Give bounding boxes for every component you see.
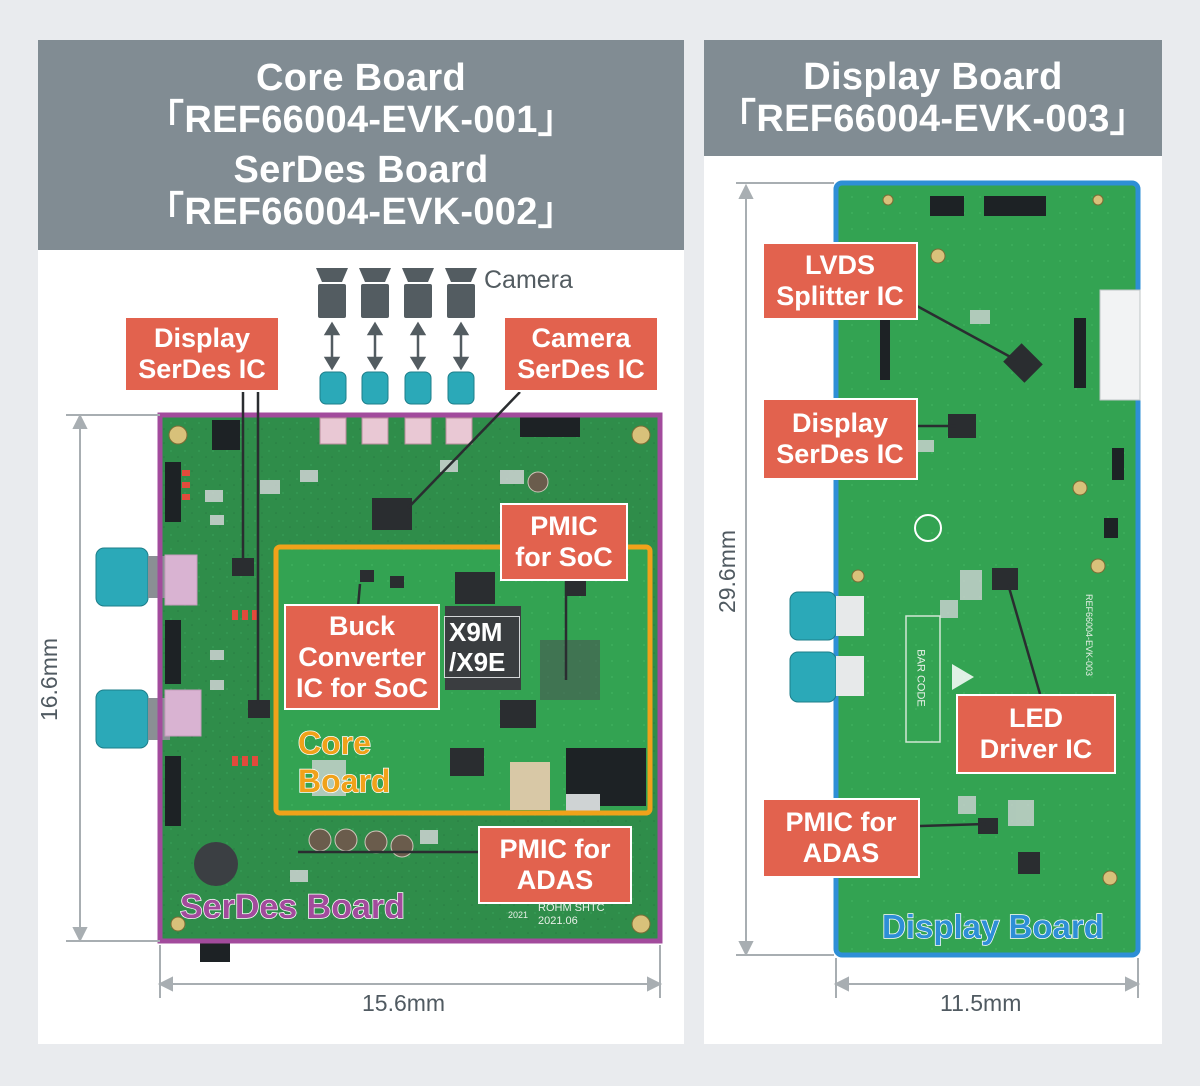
camera-board-connectors [319,417,473,445]
recycle-symbol [914,514,942,542]
buck-converter-callout-text: Buck Converter IC for SoC [296,610,428,703]
serdes-board-outline [157,412,663,944]
core-board-outline [273,544,653,816]
serdes-silk-text-value: ROHM SHTC 2021.06 [538,902,605,927]
lvds-splitter-callout-text: LVDS Splitter IC [776,250,904,311]
display-serdes-callout: Display SerDes IC [124,316,280,392]
pmic-adas-callout-right-text: PMIC for ADAS [785,807,897,868]
pmic-soc-callout-text: PMIC for SoC [515,511,613,572]
serdes-board-inductor [194,842,238,886]
camera-icons [316,268,477,318]
display-dimension-lines [736,182,1141,998]
display-board-mounting-holes [851,194,1118,886]
camera-icon-4 [445,268,477,318]
display-silk-part: REF66004-EVK-003 [1084,593,1095,677]
camera-label: Camera [484,266,573,294]
serdes-board-mounting-holes [168,425,651,934]
soc-label-text: X9M /X9E [449,617,506,677]
camera-link-arrows [323,321,470,371]
serdes-silk-text: ROHM SHTC 2021.06 [538,902,608,928]
led-driver-callout: LED Driver IC [956,694,1116,774]
serdes-board-red-jumpers [182,470,258,766]
display-board-label: Display Board [881,907,1104,946]
left-panel-header: Core Board 「REF66004-EVK-001」 SerDes Boa… [38,40,684,250]
core-board-label-text: Core Board [297,724,391,800]
core-board-part-number: 「REF66004-EVK-001」 [146,99,576,141]
display-serdes-chip-2 [248,700,270,718]
display-board-outline [833,180,1141,958]
serdes-dimension-lines [66,413,663,998]
display-board-part-number: 「REF66004-EVK-003」 [718,98,1148,140]
camera-serdes-chip [372,498,412,530]
camera-icon-3 [402,268,434,318]
camera-connectors [319,371,475,405]
led-driver-callout-text: LED Driver IC [979,703,1093,764]
barcode-area [905,615,941,743]
camera-icon-2 [359,268,391,318]
pmic-adas-callout-left: PMIC for ADAS [478,826,632,904]
display-serdes-callout-text: Display SerDes IC [138,323,266,384]
pmic-adas-callout-right: PMIC for ADAS [762,798,920,878]
serdes-height-dimension: 16.6mm [36,637,63,722]
right-panel-header: Display Board 「REF66004-EVK-003」 [704,40,1162,156]
core-board-label: Core Board [297,724,408,800]
camera-serdes-callout: Camera SerDes IC [503,316,659,392]
core-board-title: Core Board [256,57,466,99]
display-board-connectors [789,196,1141,703]
serdes-width-dimension: 15.6mm [362,990,446,1016]
display-height-dimension: 29.6mm [714,529,741,614]
serdes-board-headers [165,415,580,962]
display-board-chips [948,343,1043,874]
right-leader-lines [905,298,1042,828]
camera-serdes-callout-text: Camera SerDes IC [517,323,645,384]
warning-triangle [952,664,974,690]
display-serdes-callout-right: Display SerDes IC [762,398,918,480]
serdes-board-part-number: 「REF66004-EVK-002」 [146,191,576,233]
display-board-title: Display Board [803,56,1063,98]
display-serdes-chip-1 [232,558,254,576]
display-silk-barcode: BAR CODE [914,649,927,707]
pmic-adas-callout-left-text: PMIC for ADAS [499,834,611,895]
serdes-board-title: SerDes Board [233,149,489,191]
pmic-soc-callout: PMIC for SoC [500,503,628,581]
lvds-splitter-callout: LVDS Splitter IC [762,242,918,320]
buck-converter-callout: Buck Converter IC for SoC [284,604,440,710]
display-serdes-callout-right-text: Display SerDes IC [776,408,904,469]
serdes-silk-year: 2021 [508,910,529,920]
serdes-board-side-connectors [95,547,202,749]
serdes-board-label: SerDes Board [179,887,405,927]
buck-converter-chips [360,570,404,588]
display-board-components [918,310,1034,826]
camera-icon-1 [316,268,348,318]
display-width-dimension: 11.5mm [940,990,1022,1016]
soc-label: X9M /X9E [444,616,520,678]
